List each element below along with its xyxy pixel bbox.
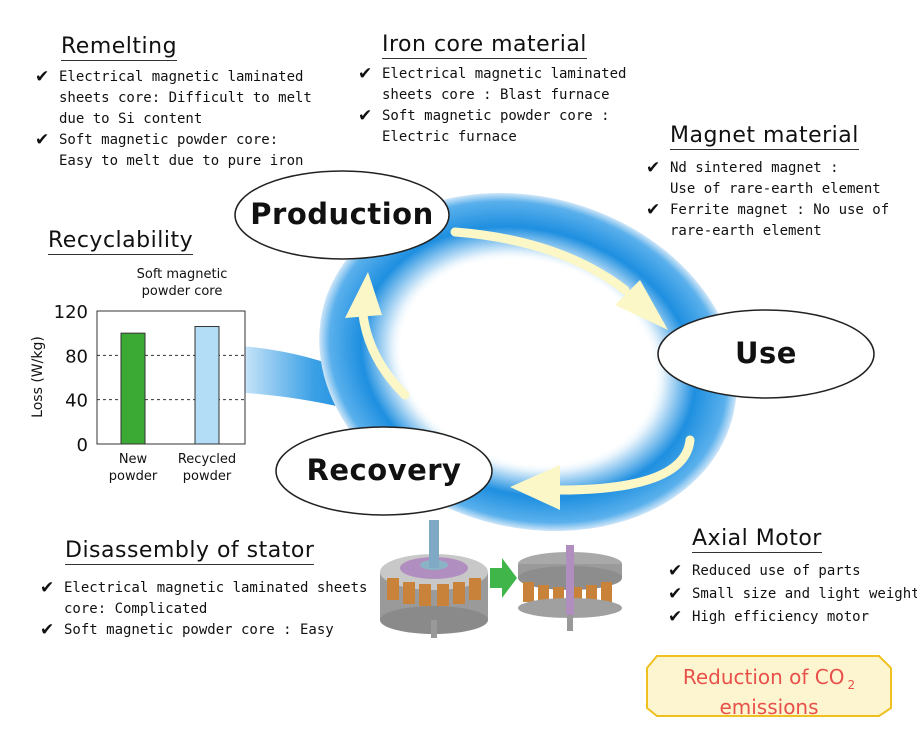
stage-use: Use xyxy=(735,336,797,370)
chart-plot-area xyxy=(96,310,246,445)
check-mark-icon: ✔ xyxy=(668,607,683,627)
axial-motor-image xyxy=(380,520,622,638)
remelting-item: ✔ Soft magnetic powder core: Easy to mel… xyxy=(35,130,304,169)
stage-recovery: Recovery xyxy=(306,453,462,487)
chart-bar xyxy=(194,326,220,445)
iron-core-item: ✔ Electrical magnetic laminated sheets c… xyxy=(358,64,627,103)
arrowhead-recovery xyxy=(510,465,560,510)
iron-core-item: ✔ Soft magnetic powder core : Electric f… xyxy=(358,106,610,145)
co2-callout-shape xyxy=(646,655,892,717)
disassembly-item: ✔ Soft magnetic powder core : Easy xyxy=(40,620,334,640)
check-mark-icon: ✔ xyxy=(358,106,373,126)
iron-core-list: ✔ Electrical magnetic laminated sheets c… xyxy=(358,64,626,148)
check-mark-icon: ✔ xyxy=(35,67,50,87)
magnet-item: ✔ Nd sintered magnet : Use of rare-earth… xyxy=(646,158,881,197)
y-tick-label: 120 xyxy=(54,302,88,323)
disassembled-motor xyxy=(518,545,622,631)
axial-motor-item: ✔ Reduced use of parts xyxy=(668,561,861,581)
arrow-production-to-use xyxy=(450,227,630,295)
remelting-list: ✔ Electrical magnetic laminated sheets c… xyxy=(35,67,312,172)
check-mark-icon: ✔ xyxy=(358,64,373,84)
y-axis-label: Loss (W/kg) xyxy=(30,336,46,418)
chart-bar xyxy=(120,332,146,445)
magnet-item: ✔ Ferrite magnet : No use of rare-earth … xyxy=(646,200,890,239)
recycle-band xyxy=(230,345,350,408)
check-mark-icon: ✔ xyxy=(668,584,683,604)
recyclability-title: Recyclability xyxy=(48,228,194,255)
remelting-title: Remelting xyxy=(61,34,178,61)
check-mark-icon: ✔ xyxy=(40,620,55,640)
check-mark-icon: ✔ xyxy=(668,561,683,581)
check-mark-icon: ✔ xyxy=(646,158,661,178)
recovery-ellipse xyxy=(275,426,493,516)
production-ellipse xyxy=(234,170,450,260)
use-ellipse xyxy=(657,309,875,399)
check-mark-icon: ✔ xyxy=(40,578,55,598)
magnet-title: Magnet material xyxy=(670,123,859,150)
arrowhead-use xyxy=(615,280,668,330)
remelting-item: ✔ Electrical magnetic laminated sheets c… xyxy=(35,67,312,127)
y-tick-label: 40 xyxy=(65,391,88,412)
co2-subscript: 2 xyxy=(847,678,856,692)
disassembly-list: ✔ Electrical magnetic laminated sheets c… xyxy=(40,578,367,641)
axial-motor-item: ✔ Small size and light weight xyxy=(668,584,917,604)
iron-core-title: Iron core material xyxy=(382,32,587,59)
arrowhead-production xyxy=(345,272,382,318)
y-tick-label: 80 xyxy=(65,346,88,367)
disassembly-title: Disassembly of stator xyxy=(65,538,315,565)
right-arrow-icon xyxy=(490,558,517,598)
arrow-use-to-recovery xyxy=(555,435,695,495)
axial-motor-list: ✔ Reduced use of parts ✔ Small size and … xyxy=(668,560,917,629)
check-mark-icon: ✔ xyxy=(646,200,661,220)
assembled-motor xyxy=(380,520,488,638)
co2-callout-line2: emissions xyxy=(719,695,819,719)
check-mark-icon: ✔ xyxy=(35,130,50,150)
disassembly-item: ✔ Electrical magnetic laminated sheets c… xyxy=(40,578,368,617)
co2-callout-line1: Reduction of CO xyxy=(682,665,845,689)
y-tick-label: 0 xyxy=(77,435,88,456)
magnet-list: ✔ Nd sintered magnet : Use of rare-earth… xyxy=(646,158,889,242)
stage-production: Production xyxy=(250,197,434,231)
axial-motor-item: ✔ High efficiency motor xyxy=(668,607,870,627)
chart-caption: Soft magnetic powder core xyxy=(136,267,228,299)
axial-motor-title: Axial Motor xyxy=(692,526,822,553)
